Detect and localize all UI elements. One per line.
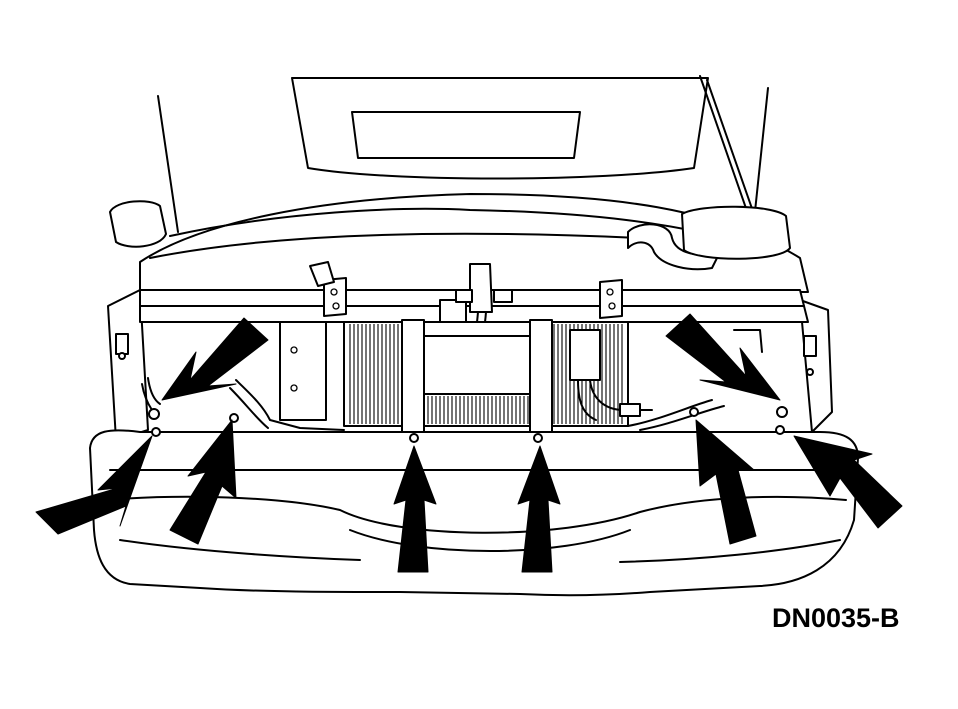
right-harness (627, 329, 763, 431)
arrow-center-right (517, 445, 561, 573)
raised-hood (291, 77, 709, 180)
fastener-left-upper (148, 408, 160, 420)
fastener-right-lower (775, 425, 785, 435)
fastener-right-upper (776, 406, 788, 418)
fastener-center-right (533, 433, 543, 443)
arrow-upper-left (161, 317, 269, 401)
hood-latch-and-cable (455, 263, 513, 363)
left-bracket-and-harness (141, 321, 345, 431)
cowl-and-fender-tops (139, 193, 809, 293)
figure-id-label: DN0035-B (772, 603, 900, 633)
fastener-left-lower (151, 427, 161, 437)
ac-lines (569, 329, 653, 421)
arrow-left-inner (169, 419, 237, 545)
fastener-right-inner (689, 407, 699, 417)
side-panels (107, 289, 833, 441)
arrow-lower-left (35, 435, 153, 535)
fastener-center-left (409, 433, 419, 443)
arrow-lower-right (793, 435, 903, 529)
side-mirrors (109, 200, 791, 260)
pointer-arrows (35, 313, 903, 573)
arrow-upper-right (665, 313, 781, 401)
arrow-right-inner (695, 419, 757, 545)
arrow-center-left (393, 445, 437, 573)
fastener-points (148, 406, 788, 443)
